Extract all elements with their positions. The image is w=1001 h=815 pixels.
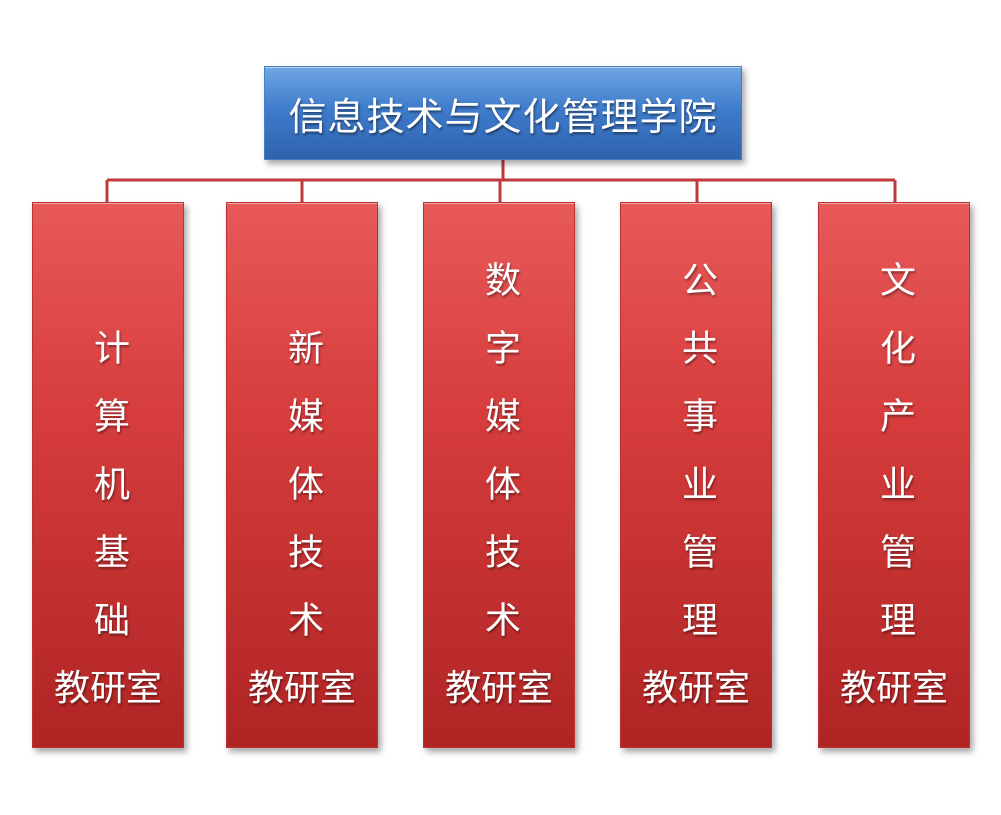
root-node-title: 信息技术与文化管理学院	[288, 94, 718, 139]
dept-name: 新媒体技术	[282, 329, 323, 669]
root-node-college: 信息技术与文化管理学院	[264, 66, 742, 160]
dept-name: 计算机基础	[88, 329, 129, 669]
dept-label: 计算机基础 教研室	[33, 329, 183, 707]
dept-suffix: 教研室	[839, 668, 948, 709]
dept-suffix: 教研室	[641, 668, 750, 709]
dept-suffix: 教研室	[444, 668, 553, 709]
dept-node-cultural-industry-mgmt: 文化产业管理 教研室	[818, 202, 970, 748]
dept-node-computer-basics: 计算机基础 教研室	[32, 202, 184, 748]
dept-label: 公共事业管理 教研室	[621, 261, 771, 707]
dept-label: 文化产业管理 教研室	[819, 261, 969, 707]
dept-node-public-affairs-mgmt: 公共事业管理 教研室	[620, 202, 772, 748]
dept-label: 数字媒体技术 教研室	[424, 261, 574, 707]
dept-name: 数字媒体技术	[479, 261, 520, 669]
dept-node-digital-media-tech: 数字媒体技术 教研室	[423, 202, 575, 748]
dept-label: 新媒体技术 教研室	[227, 329, 377, 707]
dept-suffix: 教研室	[247, 668, 356, 709]
dept-suffix: 教研室	[53, 668, 162, 709]
dept-node-new-media-tech: 新媒体技术 教研室	[226, 202, 378, 748]
dept-name: 公共事业管理	[676, 261, 717, 669]
dept-name: 文化产业管理	[874, 261, 915, 669]
